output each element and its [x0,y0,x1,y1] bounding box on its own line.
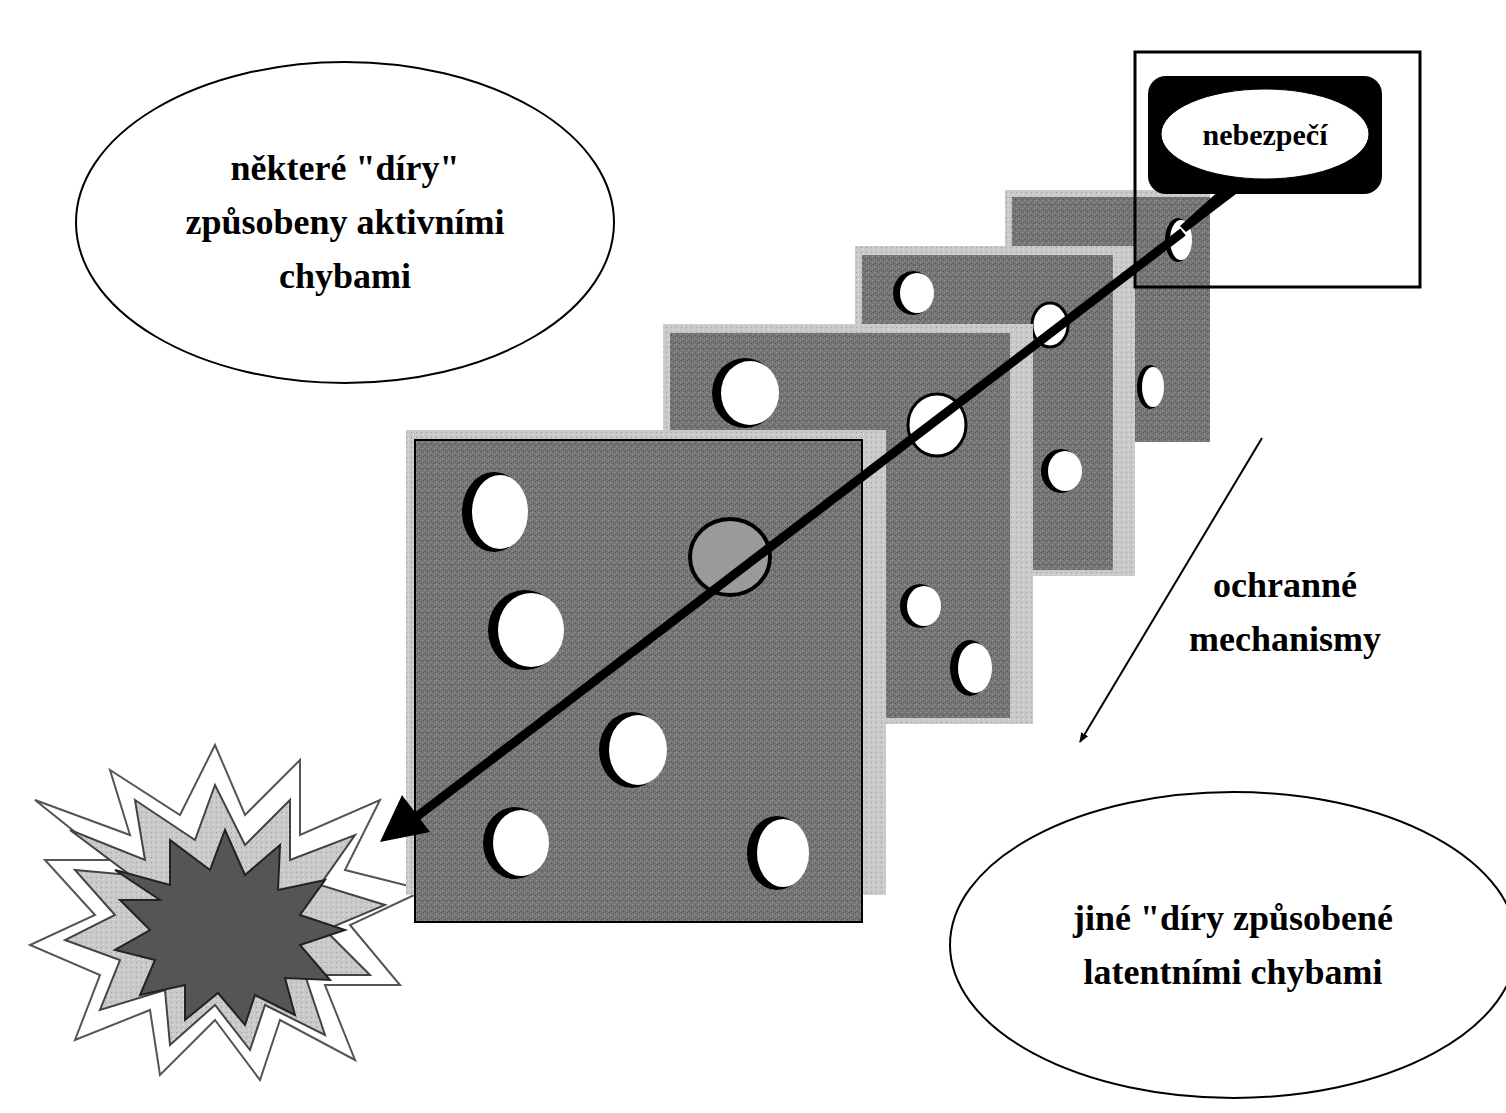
callout-text: jiné "díry způsobené latentními chybami [1043,891,1423,999]
explosion [30,745,425,1080]
defence-layer [406,430,886,922]
hazard-ellipse: nebezpečí [1159,87,1371,181]
callout-ellipse: jiné "díry způsobené latentními chybami [948,790,1506,1100]
hazard-frame [1135,52,1420,287]
callout-ellipse: některé "díry" způsobeny aktivními chyba… [74,60,616,385]
arrow-label: ochranné mechanismy [1160,558,1410,666]
callout-text: nebezpečí [1203,112,1328,157]
ellipse-outline [948,790,1506,1100]
callout-text: některé "díry" způsobeny aktivními chyba… [165,141,525,303]
